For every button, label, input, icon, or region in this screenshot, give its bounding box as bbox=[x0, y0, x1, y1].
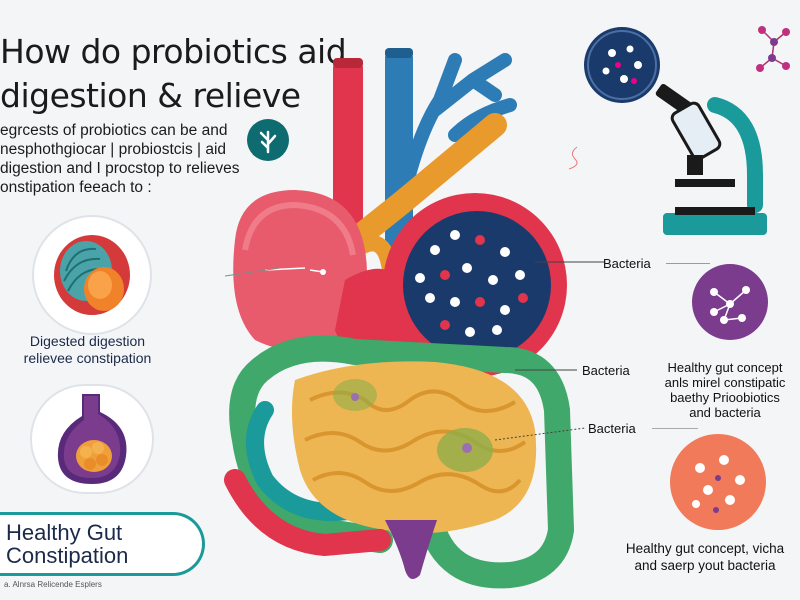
bacteria-network-icon bbox=[690, 262, 770, 342]
digestion-label-line-1: Digested digestion bbox=[29, 333, 146, 349]
intro-line-1: egrcests of probiotics can be and bbox=[0, 122, 228, 139]
liver-icon bbox=[233, 190, 367, 350]
digestion-label: Digested digestion relievee constipation bbox=[0, 333, 175, 367]
bacteria-dot bbox=[462, 263, 472, 273]
right-description-1-line-1: Healthy gut concept bbox=[667, 360, 783, 375]
intro-line-4: onstipation feeach to : bbox=[0, 179, 152, 196]
bacteria-dot bbox=[440, 270, 450, 280]
bacteria-dot bbox=[500, 247, 510, 257]
microscope-icon bbox=[655, 75, 775, 237]
curl-line bbox=[565, 145, 585, 170]
bacteria-dot bbox=[500, 305, 510, 315]
right-description-1: Healthy gut concept anls mirel constipat… bbox=[650, 360, 800, 420]
intro-line-2: nesphothgiocar | probiostcis | aid bbox=[0, 141, 227, 158]
bacteria-dot bbox=[475, 235, 485, 245]
bacteria-culture-icon bbox=[668, 432, 768, 532]
bacteria-dot bbox=[450, 230, 460, 240]
blue-vessel-branches bbox=[398, 53, 517, 197]
footnote: a. Alnrsa Relicende Esplers bbox=[4, 580, 102, 589]
callout-bacteria-1: Bacteria bbox=[603, 256, 651, 271]
divider bbox=[666, 263, 710, 264]
bacteria-dot bbox=[425, 293, 435, 303]
right-description-2: Healthy gut concept, vicha and saerp you… bbox=[610, 540, 800, 574]
right-description-1-line-2: anls mirel constipatic bbox=[664, 375, 786, 390]
intestine-icon bbox=[291, 361, 537, 534]
bacteria-dot bbox=[415, 273, 425, 283]
page-title: How do probiotics aid digestion & reliev… bbox=[0, 30, 347, 118]
banner-line-2: Constipation bbox=[6, 543, 129, 568]
leaf-icon bbox=[246, 118, 290, 162]
callout-bacteria-2: Bacteria bbox=[582, 363, 630, 378]
right-description-1-line-4: and bacteria bbox=[689, 405, 761, 420]
intestine-section-icon bbox=[32, 215, 152, 335]
bacteria-dot bbox=[440, 320, 450, 330]
intro-line-3: digestion and I procstop to relieves bbox=[0, 160, 240, 177]
stomach-icon bbox=[30, 384, 154, 494]
healthy-gut-banner: Healthy Gut Constipation bbox=[0, 512, 205, 576]
bacteria-dot bbox=[492, 325, 502, 335]
right-description-2-line-1: Healthy gut concept, vicha bbox=[625, 541, 785, 556]
bacteria-dot bbox=[475, 297, 485, 307]
intro-paragraph: egrcests of probiotics can be and nespho… bbox=[0, 121, 250, 197]
bacteria-dot bbox=[465, 327, 475, 337]
bacteria-dot bbox=[450, 297, 460, 307]
title-line-1: How do probiotics aid bbox=[0, 32, 347, 71]
bacteria-dot bbox=[518, 293, 528, 303]
right-description-1-line-3: baethy Prioobiotics bbox=[670, 390, 780, 405]
digestive-system-illustration bbox=[224, 48, 605, 589]
divider bbox=[652, 428, 698, 429]
rectum-icon bbox=[385, 520, 437, 579]
callout-bacteria-3: Bacteria bbox=[588, 421, 636, 436]
title-line-2: digestion & relieve bbox=[0, 76, 301, 115]
right-description-2-line-2: and saerp yout bacteria bbox=[634, 558, 776, 573]
banner-line-1: Healthy Gut bbox=[6, 520, 123, 545]
bacteria-dots bbox=[415, 230, 528, 357]
bacteria-petri-icon bbox=[582, 25, 662, 105]
bacteria-dot bbox=[430, 245, 440, 255]
bacteria-dot bbox=[488, 275, 498, 285]
digestion-label-line-2: relievee constipation bbox=[23, 350, 152, 366]
bacteria-dot bbox=[515, 270, 525, 280]
molecule-icon bbox=[752, 10, 798, 82]
